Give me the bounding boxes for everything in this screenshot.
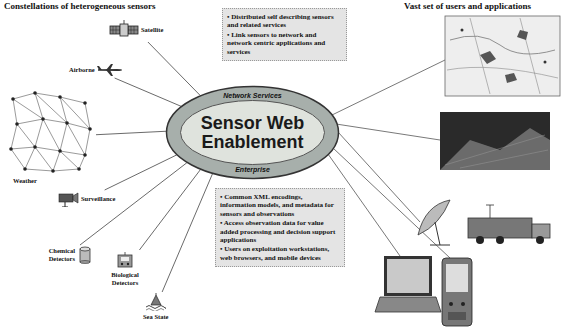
laptop-picture [387,259,429,293]
map-picture [445,16,560,96]
app-links [332,60,445,115]
sensor-label: Sea State [143,313,168,321]
map-picture [544,61,547,64]
sensor-label: Biological Detectors [105,271,145,287]
sensor-icon [146,293,166,311]
terrain-picture [445,135,548,168]
bullet-text: • Distributed self describing sensors an… [227,13,342,30]
sensor-label: Surveillance [81,195,115,203]
note-box: • Common XML encodings, information mode… [215,188,345,267]
sensor-link [162,174,212,292]
sensor-link [115,78,181,106]
sensor-icon [59,193,78,207]
handheld-picture [442,258,472,326]
map-picture [480,30,528,83]
core-ellipse: Network ServicesSensor Web EnablementEnt… [165,85,340,180]
section-heading: Vast set of users and applications [404,1,531,12]
ground-station-picture [496,236,504,244]
sensor-label: Airborne [69,66,95,74]
sensor-label: Satellite [141,26,163,34]
laptop-picture [384,256,432,296]
sensor-link [96,131,166,134]
terrain-picture [440,112,550,170]
terrain-picture [440,112,550,170]
ellipse-core [181,101,325,165]
sensor-label: Weather [5,177,37,185]
ground-station-picture [468,218,532,238]
sensor-link [139,170,200,250]
sensor-link [105,155,177,190]
bullet-text: • Users on exploitation workstations, we… [220,245,340,262]
bullet-text: • Access observation data for value adde… [220,219,340,244]
sensor-label: Chemical Detectors [41,247,75,263]
sensor-satellite: Satellite [108,18,164,42]
core-title: Sensor Web Enablement [197,114,309,152]
sensor-icon [110,20,138,36]
map-picture [447,18,558,94]
sensor-icon [5,89,95,175]
sensor-icon [109,19,139,41]
sensor-icon [77,246,93,264]
sensor-weather: Weather [4,88,96,186]
map-picture [450,36,555,54]
sensor-icon [97,63,123,77]
ground-station-picture [476,236,484,244]
map-picture [461,29,464,32]
bullet-text: • Link sensors to network and network ce… [227,31,342,56]
band-label: Network Services [223,92,281,100]
band-label: Enterprise [235,166,270,174]
bullet-text: • Common XML encodings, information mode… [220,193,340,218]
sensor-link [80,163,187,245]
handheld-picture [461,302,465,306]
handheld-picture [449,302,453,306]
ground-station-picture [486,205,494,218]
ground-station-picture [532,224,550,238]
sensor-icon [80,247,90,264]
sensor-icon [9,91,92,173]
app-links [336,124,440,140]
laptop-picture [375,256,441,312]
terrain-picture [440,128,550,170]
sensor-icon [116,251,134,269]
app-links [328,60,450,258]
handheld-picture [446,264,468,292]
sensor-icon [57,191,79,207]
handheld-picture [448,312,466,320]
map-picture [445,16,560,96]
sensor-icon [97,64,122,76]
section-heading: Constellations of heterogeneous sensors [4,1,156,12]
sensor-biological: Biological Detectors [104,250,146,288]
laptop-picture [375,297,441,312]
sensor-sea-state: Sea State [142,292,169,322]
ellipse-ring [167,87,339,179]
note-box: • Distributed self describing sensors an… [222,8,347,61]
ground-station-picture [418,200,450,235]
app-links [338,132,420,222]
ground-station-picture [418,200,550,245]
sensor-icon [146,293,166,311]
handheld-picture [442,258,472,326]
ground-station-picture [536,236,544,244]
sensor-surveillance: Surveillance [56,190,116,208]
sensor-icon [118,252,132,267]
app-links [333,148,450,258]
ground-station-picture [430,222,450,245]
sensor-link [148,42,200,95]
sensor-chemical: Chemical Detectors [40,245,94,265]
sensor-airborne: Airborne [68,62,124,78]
